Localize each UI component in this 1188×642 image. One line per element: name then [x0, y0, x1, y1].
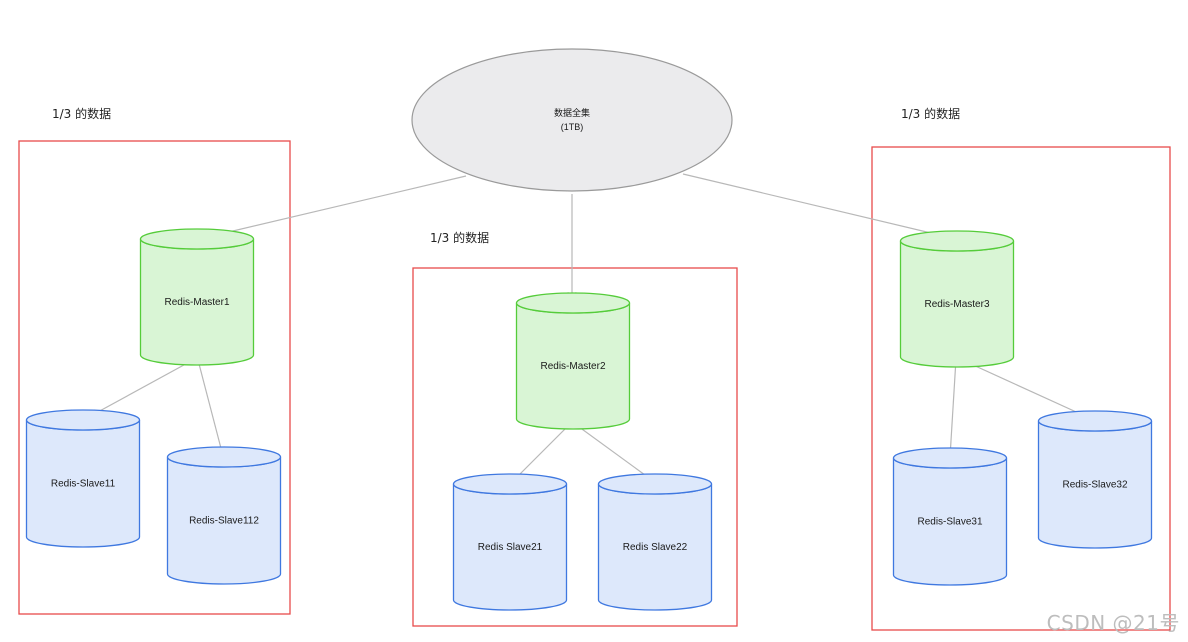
slave-node-21: Redis Slave21 [452, 473, 568, 611]
master-node-1: Redis-Master1 [139, 228, 255, 366]
master-label-3: Redis-Master3 [924, 299, 989, 310]
master-node-1-top [139, 228, 255, 250]
slave-node-112-top [166, 446, 282, 468]
master-node-2: Redis-Master2 [515, 292, 631, 430]
edge-root-master3 [682, 173, 956, 239]
group-label-2: 1/3 的数据 [430, 230, 489, 245]
master-label-2: Redis-Master2 [540, 361, 605, 372]
slave-label-11: Redis-Slave11 [51, 479, 116, 490]
root-ellipse [411, 48, 733, 192]
edge-master2-slave22 [574, 423, 656, 483]
csdn-watermark: CSDN @21号 [1046, 611, 1180, 635]
slave-label-32: Redis-Slave32 [1062, 480, 1127, 491]
edge-master1-slave112 [197, 359, 223, 456]
root-title: 数据全集 [554, 107, 590, 118]
slave-node-22: Redis Slave22 [597, 473, 713, 611]
slave-label-21: Redis Slave21 [478, 542, 543, 553]
slave-node-11: Redis-Slave11 [25, 409, 141, 548]
edges [85, 173, 1096, 483]
slave-label-112: Redis-Slave112 [189, 516, 259, 527]
group-box-2 [412, 267, 738, 627]
edge-master3-slave32 [959, 358, 1096, 421]
master-node-3-top [899, 230, 1015, 252]
master-node-3: Redis-Master3 [899, 230, 1015, 368]
group-label-1: 1/3 的数据 [52, 106, 111, 121]
edge-master1-slave11 [85, 359, 194, 419]
group-box-1 [18, 140, 291, 615]
master-label-1: Redis-Master1 [164, 297, 229, 308]
slave-node-22-top [597, 473, 713, 495]
slave-label-22: Redis Slave22 [623, 542, 688, 553]
edge-master2-slave21 [511, 423, 571, 483]
slave-node-31: Redis-Slave31 [892, 447, 1008, 586]
slave-node-32: Redis-Slave32 [1037, 410, 1153, 549]
edge-root-master1 [199, 175, 467, 239]
slave-node-112: Redis-Slave112 [166, 446, 282, 585]
slave-node-11-top [25, 409, 141, 431]
group-box-3 [871, 146, 1171, 631]
root-node: 数据全集 (1TB) [411, 48, 733, 192]
edge-master3-slave31 [950, 358, 957, 457]
slave-node-32-top [1037, 410, 1153, 432]
slave-node-21-top [452, 473, 568, 495]
root-subtitle: (1TB) [561, 122, 584, 132]
master-node-2-top [515, 292, 631, 314]
slave-node-31-top [892, 447, 1008, 469]
slave-label-31: Redis-Slave31 [917, 517, 982, 528]
group-label-3: 1/3 的数据 [901, 106, 960, 121]
